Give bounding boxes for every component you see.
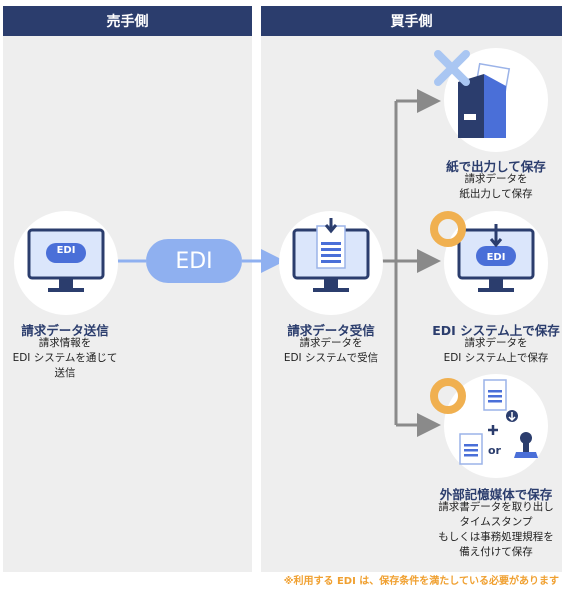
- receive-monitor-icon: [292, 218, 370, 292]
- seller-header: 売手側: [3, 6, 252, 36]
- cross-icon: [434, 50, 470, 86]
- or-label: or: [488, 444, 501, 457]
- edi-system-title: EDI システム上で保存: [432, 323, 560, 338]
- monitor-icon: [27, 228, 105, 292]
- receive-desc-1: 請求データを: [299, 337, 363, 349]
- external-storage-icon: [459, 379, 538, 465]
- send-desc-1: 請求情報を: [38, 337, 92, 349]
- external-desc-2: タイムスタンプ: [459, 516, 533, 528]
- external-desc-1: 請求書データを取り出し: [438, 501, 554, 513]
- edi-system-desc-1: 請求データを: [464, 337, 528, 349]
- edi-system-monitor-label: EDI: [486, 252, 506, 263]
- ok-circle-icon-2: [430, 378, 466, 414]
- receive-desc-2: EDI システムで受信: [283, 352, 379, 364]
- external-desc-4: 備え付けて保存: [459, 546, 533, 558]
- receive-title: 請求データ受信: [287, 323, 375, 338]
- ok-circle-icon: [430, 211, 466, 247]
- send-title: 請求データ送信: [21, 323, 109, 338]
- edi-pill: EDI: [146, 239, 242, 283]
- external-title: 外部記憶媒体で保存: [439, 487, 553, 502]
- paper-desc-2: 紙出力して保存: [459, 188, 533, 200]
- paper-desc-1: 請求データを: [464, 173, 528, 185]
- footnote: ※利用する EDI は、保存条件を満たしている必要があります: [283, 576, 559, 587]
- paper-binder-icon: [458, 62, 511, 138]
- send-desc-3: 送信: [54, 367, 76, 379]
- send-desc-2: EDI システムを通じて: [12, 352, 118, 364]
- buyer-header: 買手側: [261, 6, 562, 36]
- paper-title: 紙で出力して保存: [446, 159, 546, 174]
- send-monitor-label: EDI: [56, 245, 76, 256]
- edi-system-desc-2: EDI システム上で保存: [443, 352, 549, 364]
- edi-system-monitor-icon: [457, 224, 535, 292]
- external-desc-3: もしくは事務処理規程を: [438, 531, 554, 543]
